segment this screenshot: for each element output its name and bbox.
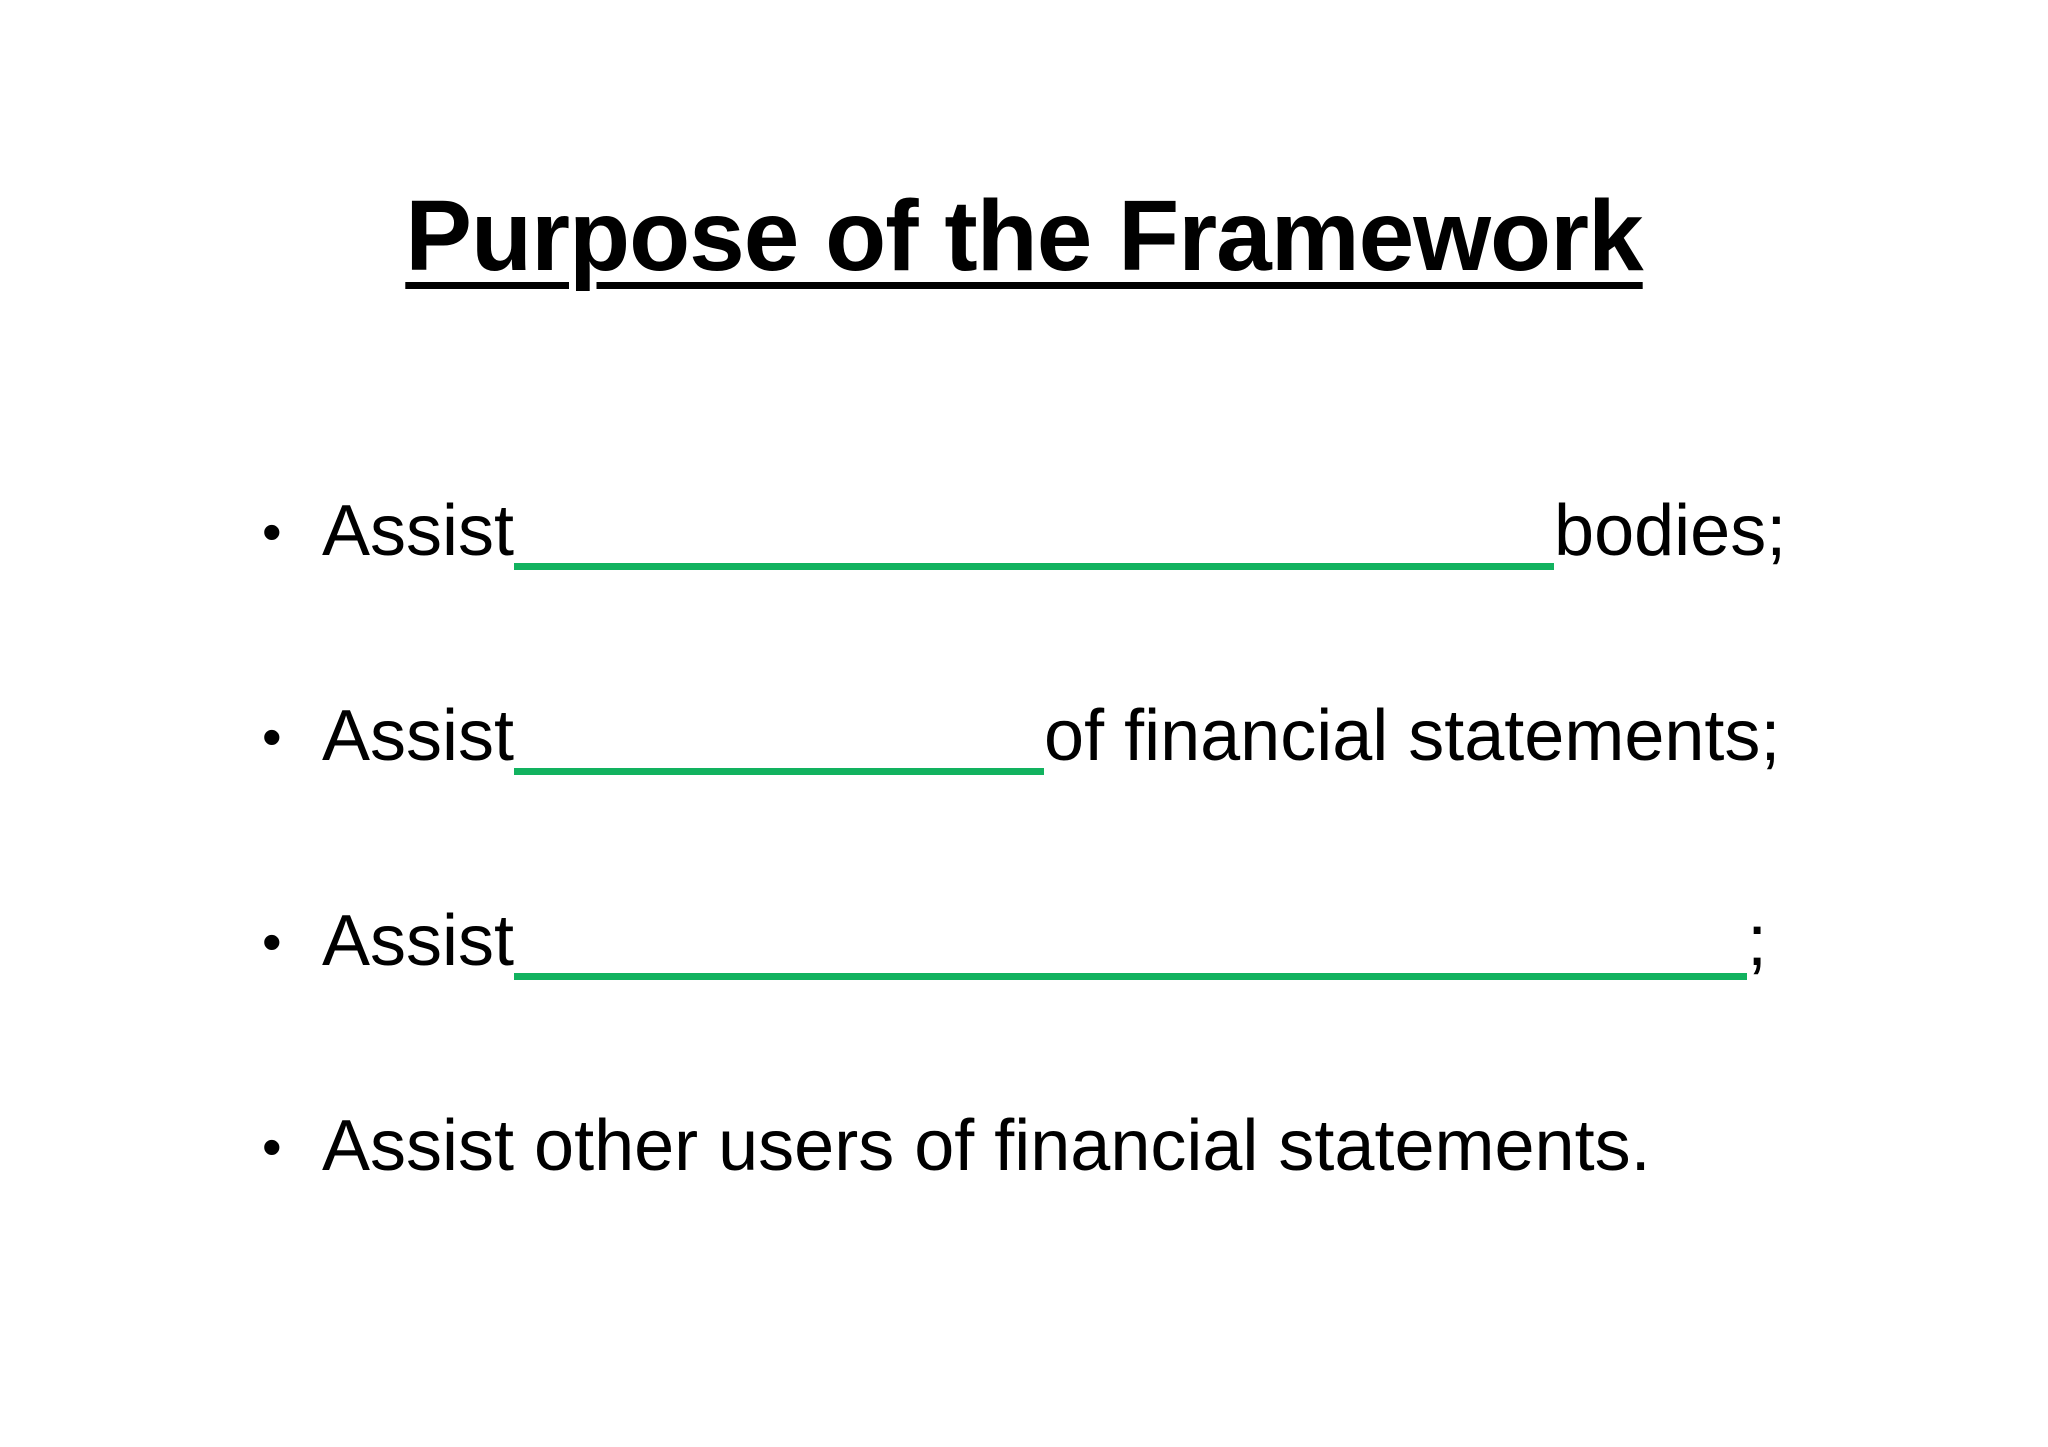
slide-title: Purpose of the Framework [405, 180, 1643, 292]
fill-in-blank-3 [514, 920, 1748, 980]
bullet-3-suffix: ; [1747, 901, 1768, 981]
bullet-3-prefix: Assist [322, 901, 515, 981]
bullet-item-2: • Assist of financial statements; [262, 689, 1928, 784]
bullet-marker: • [262, 500, 282, 563]
bullet-4-text: Assist other users of financial statemen… [322, 1106, 1651, 1186]
bullet-item-1: • Assist bodies; [262, 484, 1928, 579]
fill-in-blank-2 [514, 715, 1045, 775]
bullet-item-3: • Assist; [262, 894, 1928, 989]
bullet-marker: • [262, 910, 282, 973]
bullet-2-prefix: Assist [322, 696, 515, 776]
bullet-list: • Assist bodies; • Assist of financial state… [262, 484, 1928, 1304]
bullet-item-4: • Assist other users of financial stateme… [262, 1099, 1928, 1194]
fill-in-blank-1 [514, 510, 1555, 570]
bullet-1-suffix: bodies; [1554, 491, 1787, 571]
bullet-2-suffix: of financial statements; [1044, 696, 1781, 776]
bullet-marker: • [262, 705, 282, 768]
bullet-1-prefix: Assist [322, 491, 515, 571]
bullet-marker: • [262, 1115, 282, 1178]
